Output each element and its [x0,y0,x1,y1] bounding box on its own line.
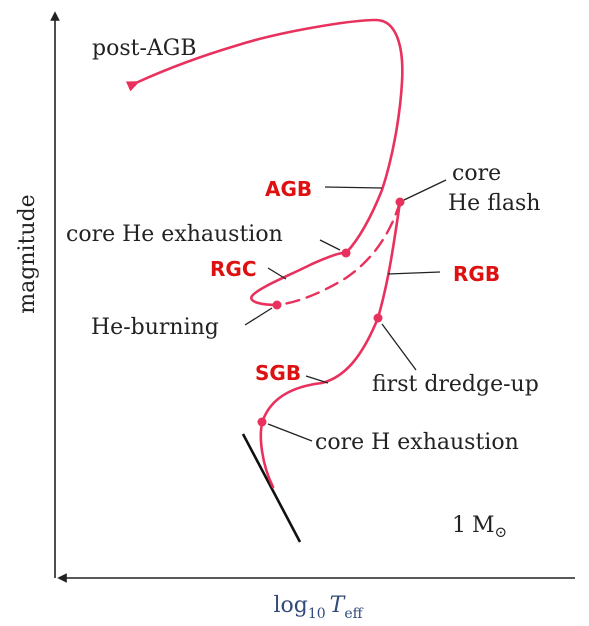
label-phase-sgb: SGB [255,361,301,385]
y-axis-label: magnitude [15,194,40,313]
leader-he-burning [244,307,273,326]
leader-first-dredge-up [381,323,417,371]
label-first-dredge-up: first dredge-up [372,372,539,397]
label-he-burning: He-burning [91,315,219,340]
point-core-he-exhaustion [341,248,351,258]
leader-rgc [267,267,287,280]
leader-core-he-flash [403,179,447,201]
evolution-track-he-flash-to-he-burning [275,200,402,307]
evolution-track-he-burning-to-post-agb [125,18,404,307]
leader-core-he-exhaustion [319,239,341,251]
point-first-dredge-up [373,313,383,323]
label-core-he-flash: core He flash [448,161,540,216]
point-core-he-flash [395,197,405,207]
label-phase-rgc: RGC [210,257,257,281]
main-sequence-line [241,433,302,543]
leader-sgb [305,375,329,384]
label-post-agb: post-AGB [92,36,197,61]
label-core-h-exhaustion: core H exhaustion [315,430,519,455]
leader-rgb [387,271,441,275]
label-core-he-exhaustion: core He exhaustion [66,222,283,247]
point-he-burning [272,300,282,310]
leader-agb [324,186,383,189]
point-core-h-exhaustion [257,417,267,427]
leader-core-h-exhaustion [267,423,313,442]
label-phase-rgb: RGB [453,262,500,286]
label-phase-agb: AGB [265,177,312,201]
